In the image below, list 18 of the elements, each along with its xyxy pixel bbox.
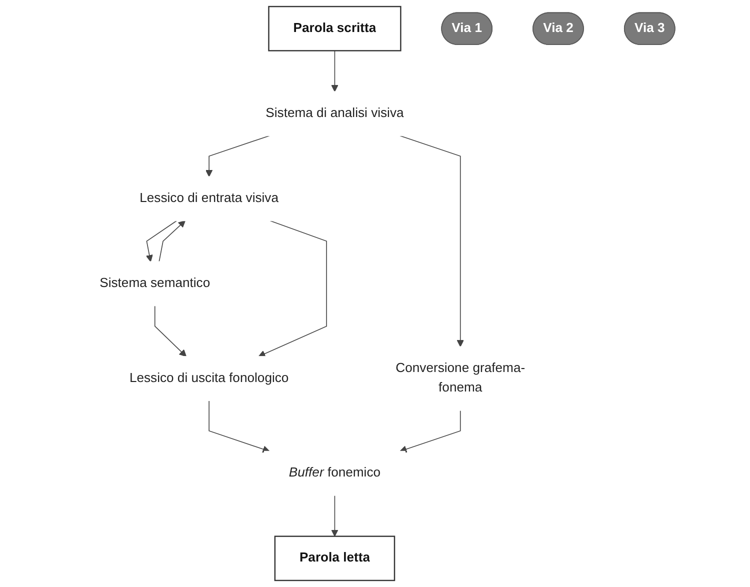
arrow (205, 135, 270, 177)
arrow (208, 400, 270, 453)
arrow (331, 50, 338, 92)
arrow (400, 135, 464, 347)
node-text: Lessico di uscita fonologico (129, 371, 289, 386)
arrow (331, 495, 338, 537)
node-text: Buffer fonemico (288, 466, 381, 480)
arrow (400, 410, 461, 453)
arrow (146, 220, 178, 262)
arrow (258, 220, 327, 358)
node-text: Conversione grafema-fonema (396, 361, 526, 395)
node-text: Sistema semantico (100, 276, 210, 290)
node-text: Sistema di analisi visiva (266, 106, 404, 120)
arrow (158, 220, 186, 262)
node-text: Lessico di entrata visiva (140, 191, 278, 206)
node-box: Parola letta (274, 536, 396, 582)
node-box: Parola scritta (268, 6, 402, 52)
arrow (154, 305, 187, 357)
